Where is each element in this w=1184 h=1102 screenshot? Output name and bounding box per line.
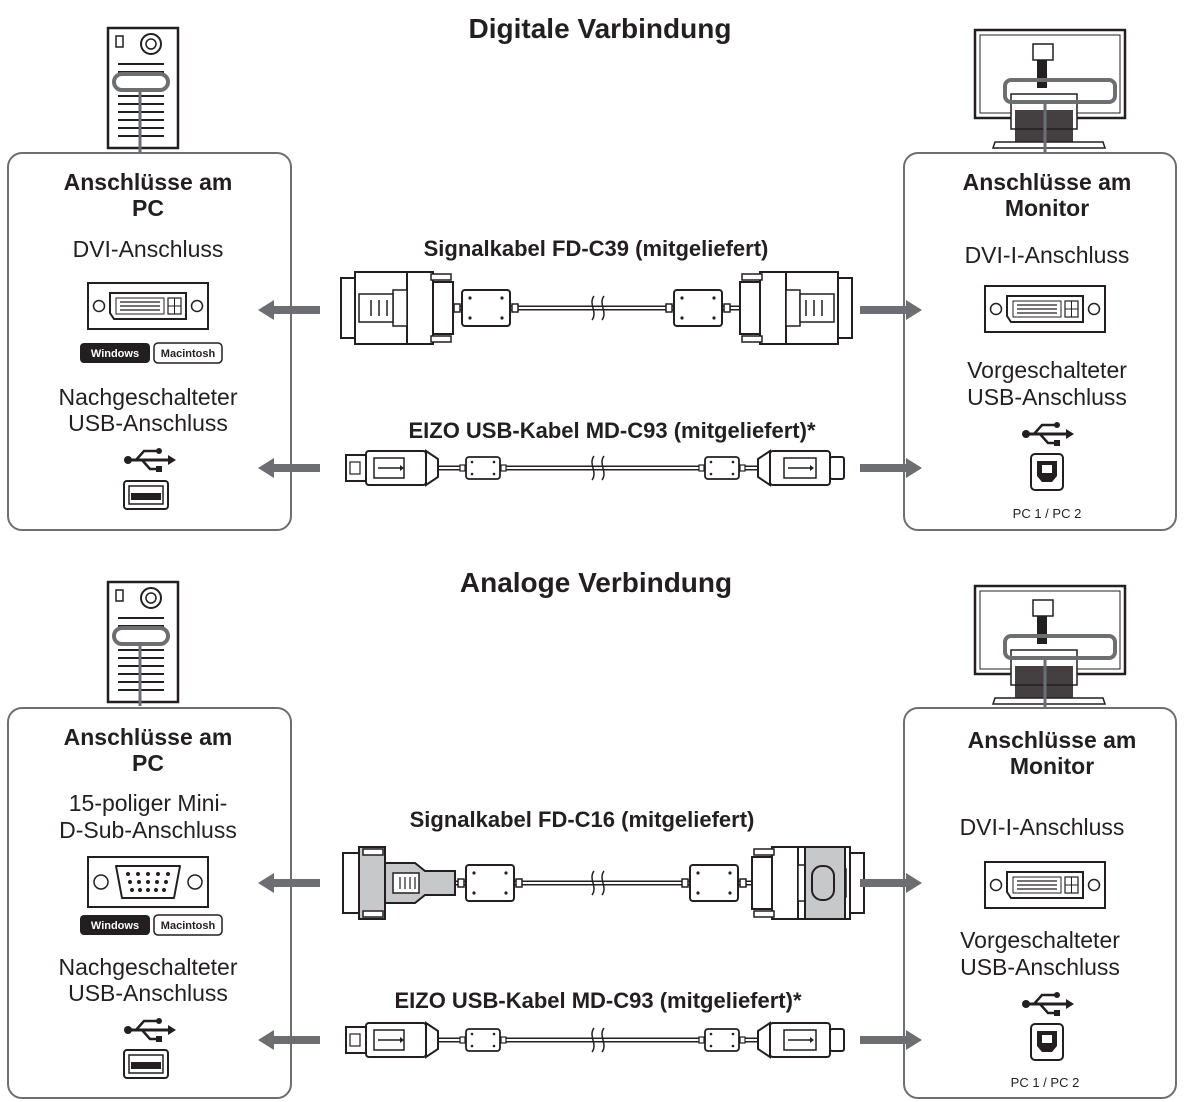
monitor-panel-heading-line2: Monitor [1010, 753, 1094, 779]
ferrite-core [457, 864, 523, 902]
pc-panel-heading-line1: Anschlüsse am [64, 724, 233, 750]
macintosh-badge: Macintosh [161, 920, 216, 932]
monitor-usb-caption: PC 1 / PC 2 [1013, 506, 1082, 521]
section-title: Digitale Varbindung [469, 13, 732, 44]
usb-b-port-icon [1030, 1023, 1064, 1061]
dvi-cable [340, 271, 853, 345]
monitor-video-port-label: DVI-I-Anschluss [960, 814, 1125, 840]
monitor-rear-icon [973, 28, 1127, 154]
pc-panel-heading-line1: Anschlüsse am [64, 169, 233, 195]
monitor-usb-port-label-line2: USB-Anschluss [967, 384, 1127, 410]
ferrite-core [453, 289, 519, 327]
vga-plug-pc-side [342, 846, 456, 920]
signal-cable-label: Signalkabel FD-C16 (mitgeliefert) [410, 807, 755, 832]
pc-tower-icon [106, 26, 180, 154]
pc-usb-port-label-line2: USB-Anschluss [68, 980, 228, 1006]
monitor-panel-heading-line1: Anschlüsse am [968, 727, 1137, 753]
ferrite-core [698, 456, 746, 480]
signal-cable-label: Signalkabel FD-C39 (mitgeliefert) [424, 236, 769, 261]
usb-a-plug [345, 1022, 439, 1058]
ferrite-core [665, 289, 731, 327]
monitor-usb-port-label-line1: Vorgeschalteter [967, 357, 1127, 383]
pc-panel-heading-line2: PC [132, 750, 164, 776]
usb-cable-label: EIZO USB-Kabel MD-C93 (mitgeliefert)* [394, 988, 801, 1013]
monitor-panel-heading-line2: Monitor [1005, 195, 1089, 221]
usb-b-plug [757, 450, 845, 486]
dvi-plug-pc-side [340, 271, 454, 345]
monitor-usb-caption: PC 1 / PC 2 [1011, 1075, 1080, 1090]
monitor-rear-icon [973, 584, 1127, 710]
ferrite-core [459, 456, 507, 480]
pc-video-port-label: DVI-Anschluss [73, 236, 224, 262]
usb-a-plug [345, 450, 439, 486]
usb-a-port-icon [123, 480, 169, 510]
ferrite-core [698, 1028, 746, 1052]
usb-b-plug [757, 1022, 845, 1058]
section-analog: Analoge Verbindung Anschlüsse am PC 15-p… [7, 567, 1177, 1099]
usb-b-port-icon [1030, 453, 1064, 491]
usb-cable [345, 450, 845, 486]
monitor-usb-port-label-line1: Vorgeschalteter [960, 927, 1120, 953]
monitor-video-port-label: DVI-I-Anschluss [965, 242, 1130, 268]
ferrite-core [681, 864, 747, 902]
usb-cable-label: EIZO USB-Kabel MD-C93 (mitgeliefert)* [408, 418, 815, 443]
pc-usb-port-label-line2: USB-Anschluss [68, 410, 228, 436]
vga-port-icon [87, 856, 209, 908]
monitor-panel-heading-line1: Anschlüsse am [963, 169, 1132, 195]
windows-badge: Windows [91, 348, 139, 360]
dvi-i-port-icon [984, 861, 1106, 909]
pc-video-port-label-line2: D-Sub-Anschluss [59, 817, 237, 843]
windows-badge: Windows [91, 920, 139, 932]
os-badges: Windows Macintosh [80, 914, 223, 936]
ferrite-core [459, 1028, 507, 1052]
monitor-usb-port-label-line2: USB-Anschluss [960, 954, 1120, 980]
monitor-panel [903, 152, 1177, 531]
section-title: Analoge Verbindung [460, 567, 732, 598]
pc-tower-icon [106, 580, 180, 708]
pc-panel-heading-line2: PC [132, 195, 164, 221]
usb-cable [345, 1022, 845, 1058]
macintosh-badge: Macintosh [161, 348, 216, 360]
usb-a-port-icon [123, 1049, 169, 1079]
pc-panel [7, 152, 292, 531]
pc-usb-port-label-line1: Nachgeschalteter [59, 384, 238, 410]
dvi-plug-monitor-side [739, 271, 853, 345]
dvi-i-port-icon [984, 285, 1106, 333]
section-digital: Digitale Varbindung Anschlüsse am PC DVI… [7, 13, 1177, 531]
dvi-port-icon [87, 282, 209, 330]
os-badges: Windows Macintosh [80, 342, 223, 364]
pc-video-port-label-line1: 15-poliger Mini- [69, 790, 228, 816]
vga-cable [342, 846, 865, 920]
pc-usb-port-label-line1: Nachgeschalteter [59, 954, 238, 980]
